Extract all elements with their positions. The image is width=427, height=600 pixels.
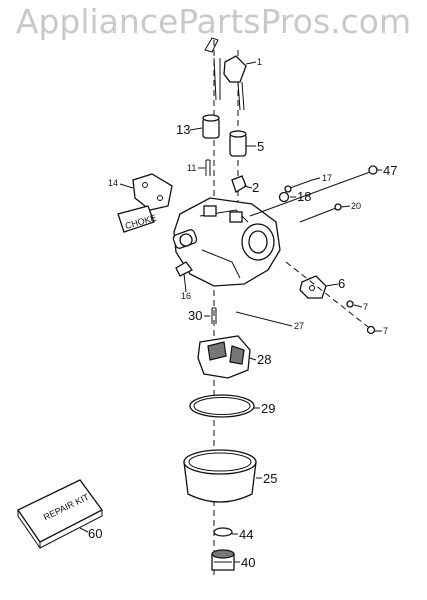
- repair-kit-part-60: REPAIR KIT: [17, 479, 103, 549]
- carburetor-body: [172, 197, 281, 287]
- callout-25: 25: [263, 471, 277, 486]
- callout-17: 17: [322, 173, 332, 183]
- callout-2: 2: [252, 180, 259, 195]
- callout-14: 14: [108, 178, 118, 188]
- watermark: AppliancePartsPros.com: [15, 2, 412, 41]
- callout-16: 16: [181, 291, 191, 301]
- callout-47: 47: [383, 163, 397, 178]
- gasket-axis-7: [285, 261, 373, 331]
- screw-part-20: [299, 203, 342, 223]
- pin-part-11: [205, 159, 211, 176]
- callout-28: 28: [257, 352, 271, 367]
- callout-29: 29: [261, 401, 275, 416]
- callout-6: 6: [338, 276, 345, 291]
- screw-part-17: [284, 179, 313, 193]
- gasket-part-6: [299, 275, 327, 299]
- float-bowl-part-25: [183, 449, 257, 503]
- spacer-part-5: [229, 130, 247, 157]
- callout-44: 44: [239, 527, 253, 542]
- callout-7a: 7: [363, 302, 368, 312]
- callout-18: 18: [297, 189, 311, 204]
- nut-part-18: [278, 191, 290, 203]
- clip-part-2: [231, 175, 247, 193]
- callout-11: 11: [187, 163, 196, 173]
- bowl-nut-part-40: [211, 549, 235, 571]
- gasket-part-14: [132, 173, 173, 211]
- needle-part-27: [235, 311, 285, 325]
- throttle-link-part: [204, 37, 247, 111]
- washer-part-44: [213, 527, 233, 537]
- callout-20: 20: [351, 201, 361, 211]
- screw-part-7b: [366, 325, 376, 335]
- callout-30: 30: [188, 308, 202, 323]
- o-ring-part-29: [189, 394, 255, 418]
- screw-line-47: [249, 171, 371, 217]
- callout-13: 13: [176, 122, 190, 137]
- callout-7b: 7: [383, 326, 388, 336]
- screw-part-7a: [346, 300, 354, 308]
- callout-60: 60: [88, 526, 102, 541]
- float-part-28: [197, 335, 251, 379]
- callout-5: 5: [257, 139, 264, 154]
- callout-27: 27: [294, 321, 304, 331]
- callout-40: 40: [241, 555, 255, 570]
- spacer-part-13: [202, 114, 220, 139]
- pin-part-30: [211, 307, 217, 324]
- callout-1: 1: [257, 57, 262, 67]
- ball-part-47: [368, 165, 378, 175]
